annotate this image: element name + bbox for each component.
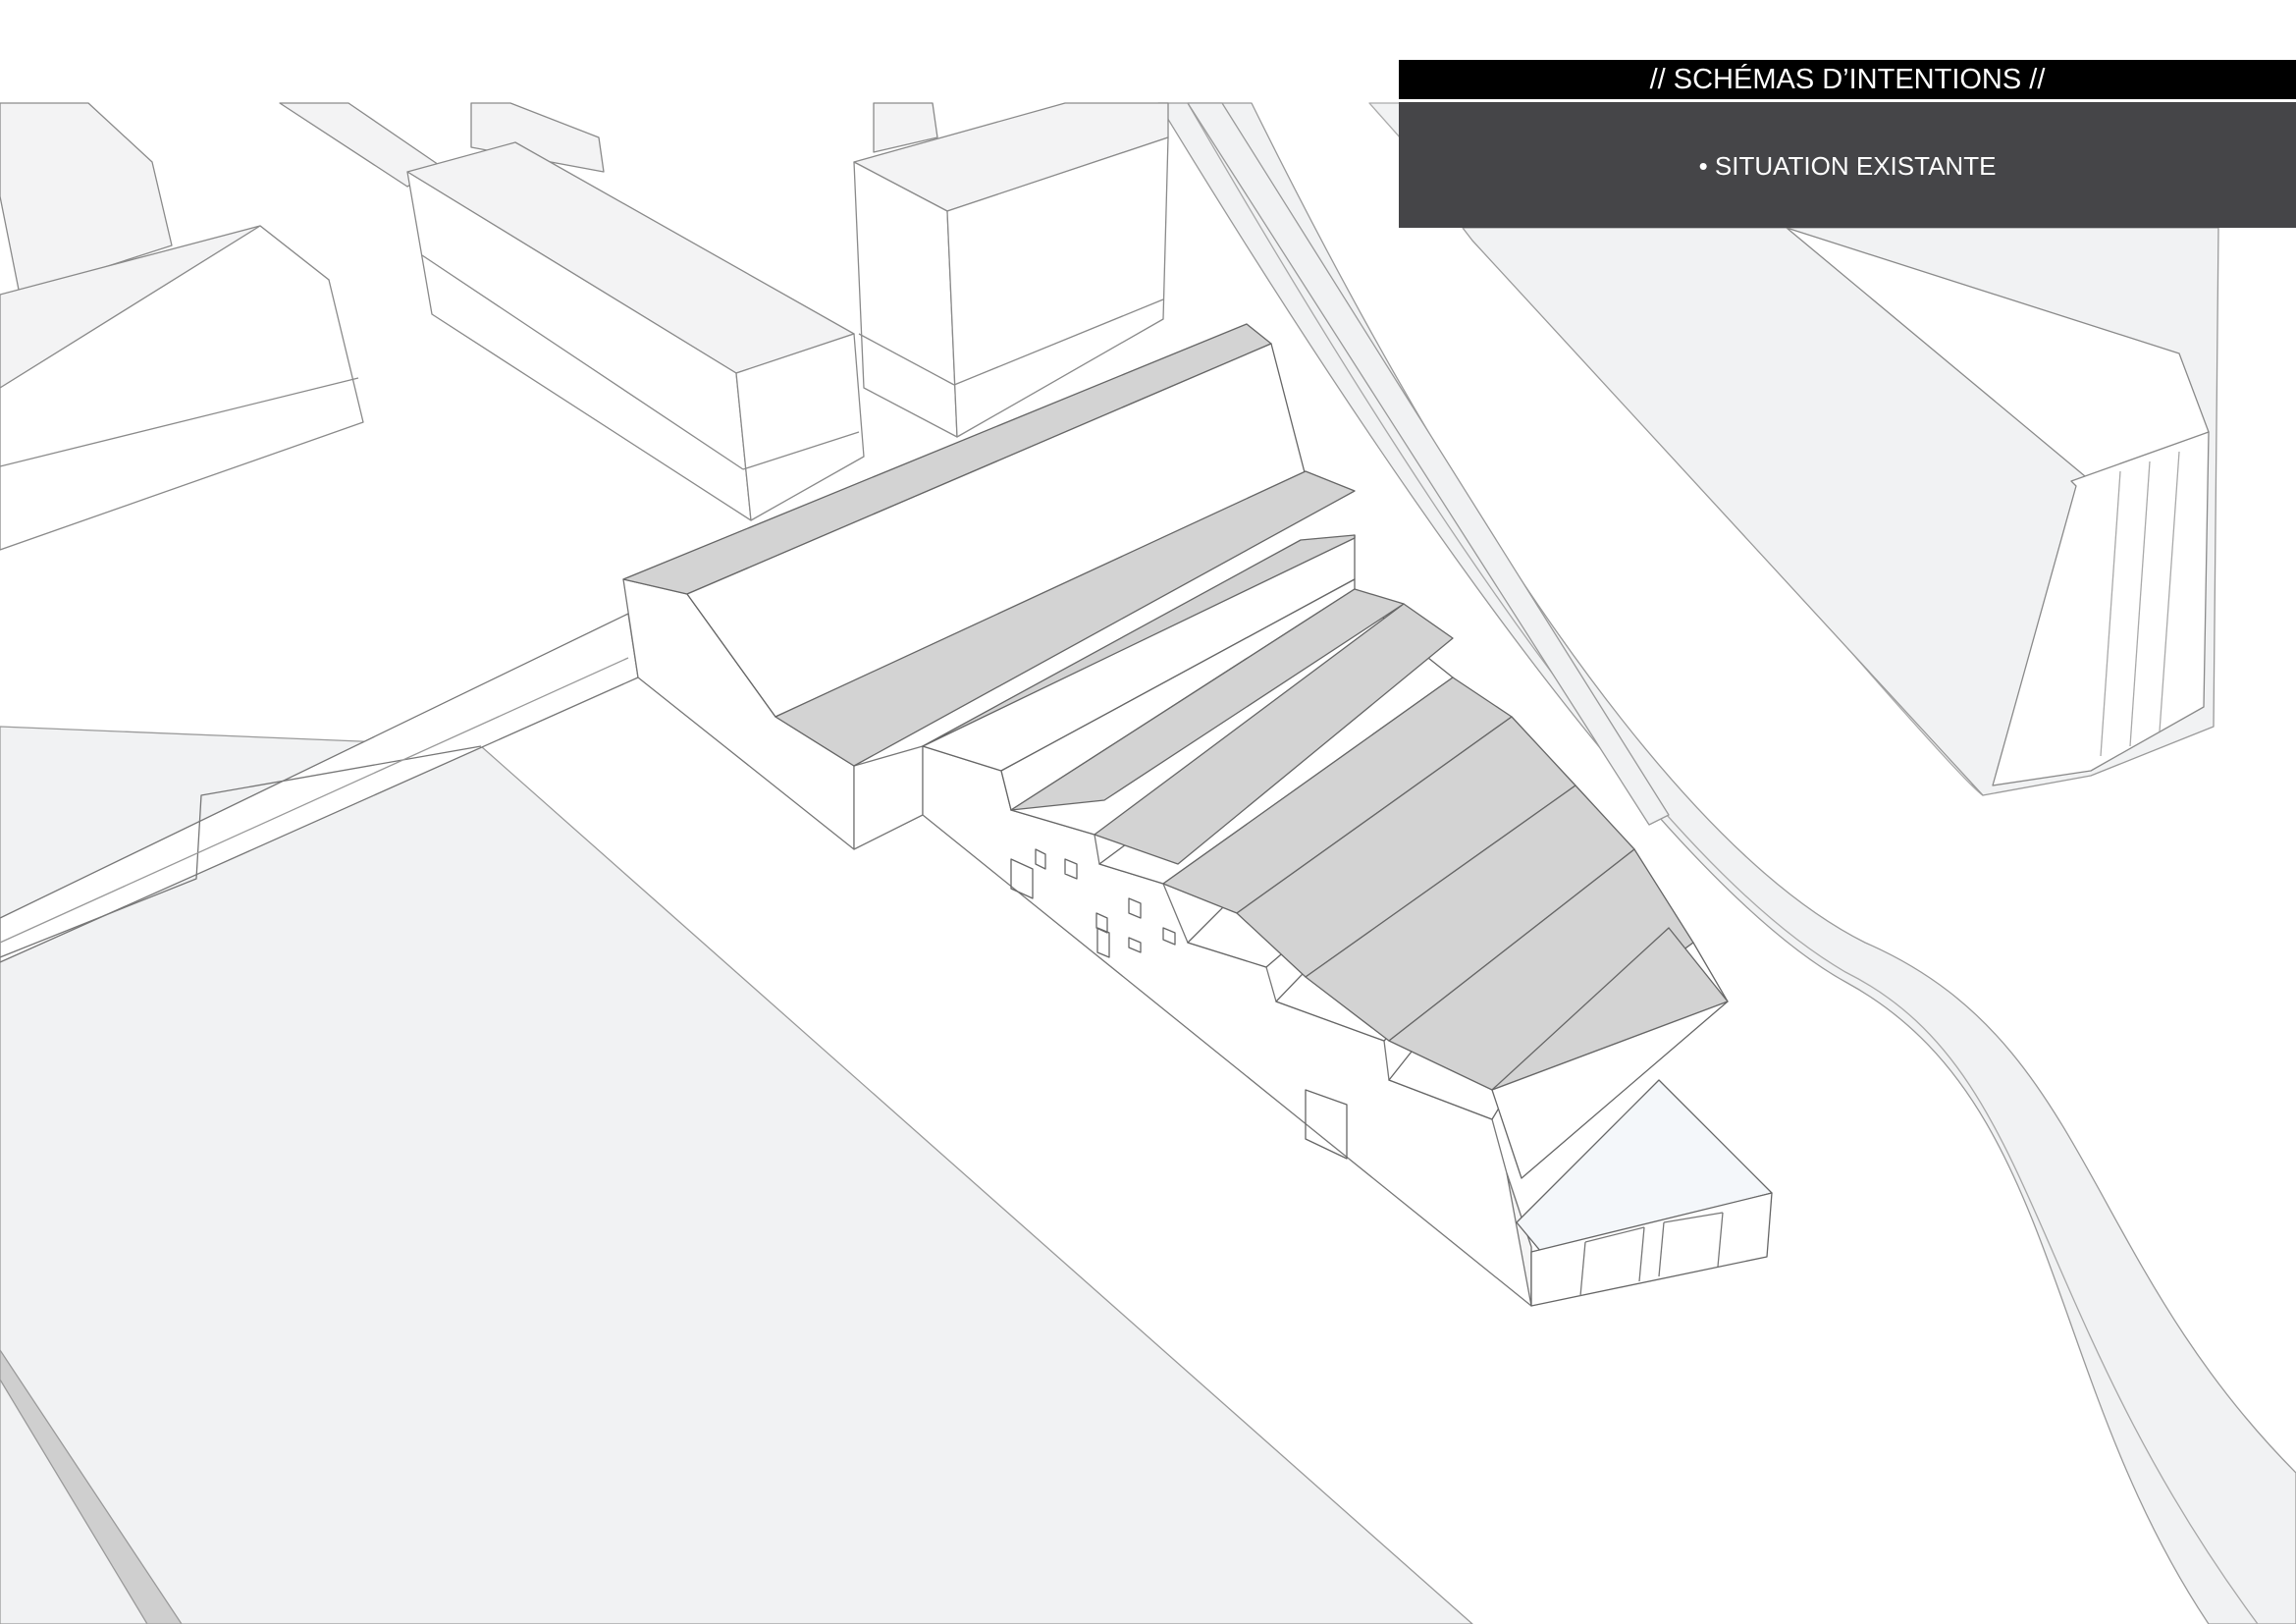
main-hall xyxy=(622,323,1773,1307)
ground-plot-left xyxy=(0,726,1473,1624)
road-band-right xyxy=(1157,102,2296,1624)
page-subtitle: • SITUATION EXISTANTE xyxy=(1698,151,1997,181)
building-top-left-1 xyxy=(0,102,364,551)
title-bar: // SCHÉMAS D’INTENTIONS // xyxy=(1399,60,2296,99)
building-top-right xyxy=(1462,227,2219,796)
subtitle-panel: • SITUATION EXISTANTE xyxy=(1399,102,2296,228)
building-top-left-2 xyxy=(279,102,1169,521)
page-title: // SCHÉMAS D’INTENTIONS // xyxy=(1649,64,2046,95)
